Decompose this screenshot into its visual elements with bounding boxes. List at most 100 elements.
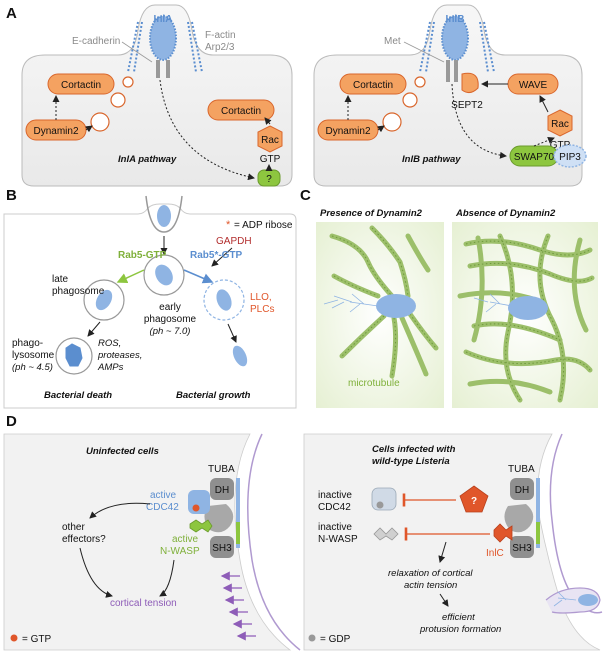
inlb-vesicle-large bbox=[382, 112, 402, 132]
gtp-label: GTP bbox=[260, 154, 281, 165]
early-line1: early bbox=[159, 302, 181, 313]
cdc42-gtp-dot bbox=[192, 504, 200, 512]
panel-d: D Uninfected cells TUBA DH SH3 active CD… bbox=[3, 413, 603, 651]
infected-cells: Cells infected with wild-type Listeria T… bbox=[303, 433, 603, 651]
inactive-cdc42-node bbox=[371, 487, 397, 511]
met-receptor bbox=[446, 60, 458, 82]
inlb-cell: InlB Met SEPT2 Cortactin WAVE Dynamin2 R… bbox=[313, 4, 587, 187]
wave-label: WAVE bbox=[519, 80, 548, 91]
to-star-arrow bbox=[183, 269, 214, 284]
dh-left-label: DH bbox=[215, 485, 229, 496]
rac-label: Rac bbox=[261, 135, 279, 146]
efficient-line1: efficient bbox=[442, 612, 475, 623]
protrusion-bacterium bbox=[578, 594, 598, 606]
llo-line1: LLO, bbox=[250, 292, 272, 303]
cortactin-left-node bbox=[47, 73, 115, 95]
tuba-linker-right bbox=[536, 478, 540, 548]
inlb-rac-node bbox=[547, 109, 573, 137]
relax-line1: relaxation of cortical bbox=[388, 568, 473, 579]
mt-p3 bbox=[405, 233, 431, 273]
dh-right-label: DH bbox=[515, 485, 529, 496]
inactive-cdc42-line1: inactive bbox=[318, 490, 352, 501]
vesicle-medium bbox=[110, 92, 126, 108]
inlb-cortactin-label: Cortactin bbox=[353, 80, 393, 91]
sh3-left-label: SH3 bbox=[212, 543, 232, 554]
e-cadherin-label: E-cadherin bbox=[72, 36, 120, 47]
inlc-label: InlC bbox=[486, 548, 504, 559]
infected-membrane bbox=[549, 433, 603, 614]
swap70-label: SWAP70 bbox=[514, 152, 555, 163]
panel-b: B * = ADP ribose GAPDH early phagosome (… bbox=[3, 187, 297, 409]
cdc42-to-effectors-arrow bbox=[89, 502, 151, 519]
other-effectors-line2: effectors? bbox=[62, 534, 106, 545]
inla-cell: InlA E-cadherin F-actin Arp2/3 Cortactin… bbox=[21, 4, 293, 187]
lyso-line3: (ph ~ 4.5) bbox=[12, 362, 53, 373]
sept2-node bbox=[461, 72, 479, 94]
tension-arrows bbox=[220, 571, 256, 641]
rac-node bbox=[257, 125, 283, 153]
inlb-rac-label: Rac bbox=[551, 119, 569, 130]
dh-domain-left bbox=[210, 478, 234, 500]
inlb-gtp-label: GTP bbox=[550, 140, 571, 151]
entry-cup bbox=[145, 195, 183, 233]
f-actin-label: F-actin bbox=[205, 30, 236, 41]
inactive-cdc42-line2: CDC42 bbox=[318, 502, 351, 513]
late-line1: late bbox=[52, 274, 69, 285]
ros-line1: ROS, bbox=[98, 338, 121, 349]
panel-label-a: A bbox=[6, 5, 17, 22]
escape-arrow bbox=[227, 323, 237, 343]
llo-line2: PLCs bbox=[250, 304, 274, 315]
unknown-pentagon-label: ? bbox=[471, 496, 477, 507]
absence-title: Absence of Dynamin2 bbox=[455, 208, 556, 219]
active-nwasp-node bbox=[189, 519, 213, 533]
presence-background bbox=[316, 222, 444, 408]
mt-p7 bbox=[407, 311, 439, 351]
dh-domain-right bbox=[510, 478, 534, 500]
inla-label: InlA bbox=[154, 14, 173, 25]
sept2-label: SEPT2 bbox=[451, 100, 483, 111]
cortactin-right-node bbox=[207, 99, 275, 121]
absence-bacterium bbox=[508, 296, 548, 320]
star-bacterium bbox=[216, 289, 232, 311]
cortactin-right-label: Cortactin bbox=[221, 106, 261, 117]
unknown-label: ? bbox=[266, 174, 272, 185]
cortical-tension-label: cortical tension bbox=[110, 598, 177, 609]
other-effectors-line1: other bbox=[62, 522, 85, 533]
panel-label-b: B bbox=[6, 187, 17, 204]
tuba-green-left bbox=[236, 522, 240, 544]
cortactin-left-label: Cortactin bbox=[61, 80, 101, 91]
gtp-legend-text: = GTP bbox=[22, 634, 52, 645]
panel-label-c: C bbox=[300, 187, 311, 204]
inlb-actin-left bbox=[419, 21, 435, 73]
panel-label-d: D bbox=[6, 413, 17, 430]
gdp-legend-dot bbox=[308, 634, 316, 642]
inlb-to-swap70-arrow bbox=[451, 83, 507, 159]
active-cdc42-label1: active bbox=[150, 490, 177, 501]
inla-cell-body bbox=[21, 4, 293, 187]
inlb-cortactin-node bbox=[339, 73, 407, 95]
pip3-label: PIP3 bbox=[559, 152, 581, 163]
bacterial-death-label: Bacterial death bbox=[44, 390, 112, 401]
inlb-label: InlB bbox=[446, 14, 465, 25]
to-relaxation-arrow bbox=[438, 541, 447, 563]
tuba-left-label: TUBA bbox=[208, 464, 235, 475]
inlb-actin-right bbox=[479, 21, 495, 73]
panel-c: C Presence of Dynamin2 Absence of Dynami… bbox=[300, 187, 598, 408]
inla-actin-right bbox=[187, 21, 203, 73]
active-cdc42-node bbox=[188, 490, 210, 514]
to-protrusion-arrow bbox=[439, 593, 449, 607]
dynamin-to-vesicle-arrow bbox=[85, 125, 93, 133]
cdc42-gdp-dot bbox=[376, 501, 384, 509]
met-pointer bbox=[403, 41, 445, 63]
inla-to-unknown-arrow bbox=[159, 79, 255, 181]
active-cdc42-label2: CDC42 bbox=[146, 502, 179, 513]
gapdh-arrow bbox=[211, 247, 233, 267]
ros-line2: proteases, bbox=[97, 350, 142, 361]
arp23-label: Arp2/3 bbox=[205, 42, 235, 53]
rac-to-cortactin-arrow bbox=[264, 117, 272, 125]
sh3-domain-left bbox=[210, 536, 234, 558]
rab5gtp-label: Rab5-GTP bbox=[118, 250, 167, 261]
inlb-dynamin-to-vesicle-arrow bbox=[377, 125, 385, 133]
to-late-arrow bbox=[116, 269, 145, 283]
